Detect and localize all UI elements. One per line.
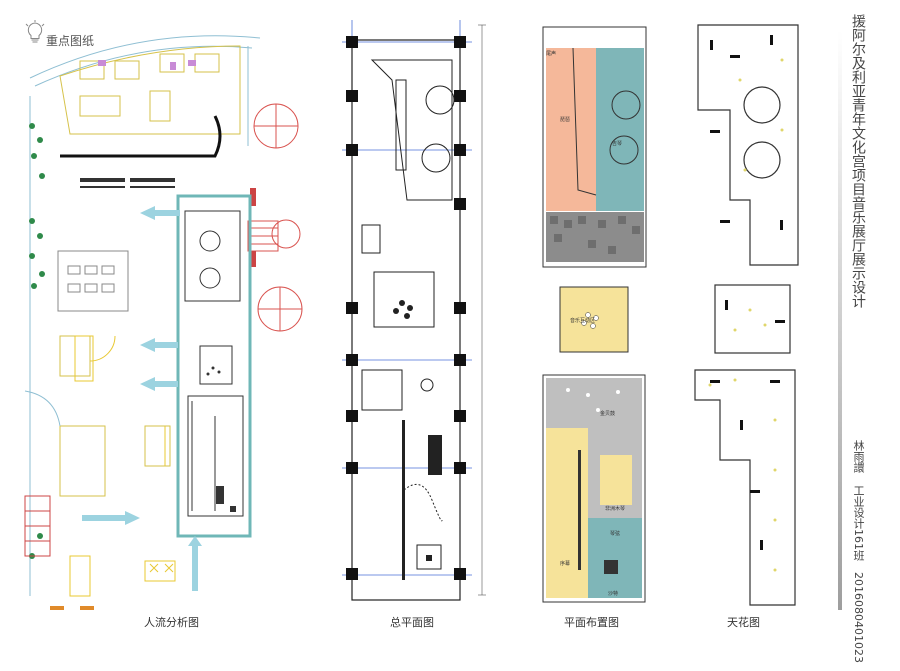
- ceiling-plan-drawing: [694, 24, 799, 606]
- zone-percussion-label: 琵琶: [560, 117, 571, 123]
- author-class: 工业设计161班: [852, 484, 865, 561]
- lightbulb-icon: [25, 20, 45, 43]
- zone-piano-label: 非洲木琴: [605, 506, 626, 512]
- zone-guitar-label: 吉琴: [612, 141, 623, 147]
- caption-ceiling: 天花图: [727, 616, 760, 629]
- caption-flow: 人流分析图: [144, 616, 199, 629]
- zone-sofa-label: 沙特: [608, 591, 619, 597]
- section-label: 重点图纸: [46, 34, 95, 48]
- author-block: 林雨譞 工业设计161班 2016080401023: [850, 440, 866, 671]
- zone-stage-label: 金贝鼓: [600, 411, 616, 417]
- side-divider: [838, 30, 842, 610]
- caption-layout: 平面布置图: [564, 616, 619, 629]
- project-title: 援阿尔及利亚青年文化宫项目音乐展厅展示设计: [850, 14, 866, 308]
- general-plan-drawing: [342, 20, 486, 601]
- zone-lute-label: 琴弦: [610, 531, 621, 537]
- zone-interactive-label: 音乐互动区: [570, 318, 596, 324]
- drawing-sheet: 重点图纸: [24, 14, 866, 663]
- zone-preface-label: 序幕: [560, 561, 571, 567]
- flow-analysis-drawing: [24, 35, 303, 610]
- author-name: 林雨譞: [852, 440, 865, 473]
- author-id: 2016080401023: [852, 572, 865, 663]
- zone-wind-label: 尾声: [546, 51, 557, 57]
- layout-plan-drawing: [542, 26, 647, 603]
- caption-general: 总平面图: [390, 616, 434, 629]
